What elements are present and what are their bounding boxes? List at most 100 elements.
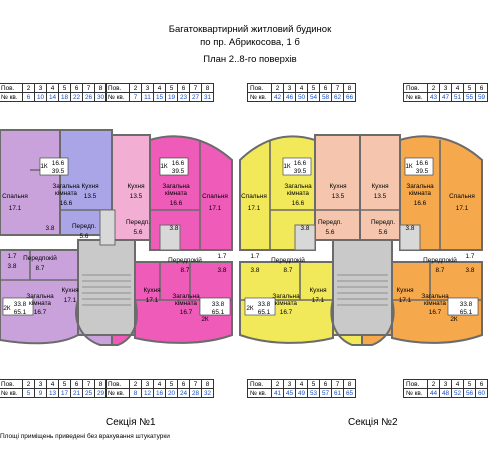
svg-text:17.1: 17.1 [64, 297, 77, 304]
svg-text:8.7: 8.7 [36, 265, 45, 272]
svg-text:Загальна: Загальна [406, 183, 434, 190]
svg-text:13.5: 13.5 [332, 193, 345, 200]
svg-text:3.8: 3.8 [466, 267, 475, 274]
building-title: Багатоквартирний житловий будинок [168, 24, 332, 35]
svg-text:1.7: 1.7 [8, 253, 17, 260]
svg-text:Кухня: Кухня [371, 183, 389, 190]
footnote: Площі приміщень приведені без врахування… [0, 433, 170, 440]
svg-text:33.8: 33.8 [212, 301, 225, 308]
svg-text:Передпокій: Передпокій [423, 256, 457, 264]
svg-text:Передп.: Передп. [126, 219, 150, 226]
stair-core-section-1 [77, 239, 136, 336]
svg-text:16.6: 16.6 [170, 200, 183, 207]
svg-text:Загальна: Загальна [421, 293, 449, 300]
svg-text:2К: 2К [246, 305, 254, 312]
svg-text:16.6: 16.6 [292, 200, 305, 207]
svg-text:Кухня: Кухня [81, 183, 99, 190]
svg-text:Кухня: Кухня [61, 287, 79, 294]
apartment-left-bottom-yellow [239, 261, 334, 344]
svg-text:8.7: 8.7 [284, 267, 293, 274]
svg-text:33.8: 33.8 [258, 301, 271, 308]
svg-text:3.8: 3.8 [251, 267, 260, 274]
svg-text:65.1: 65.1 [460, 309, 473, 316]
svg-text:5.6: 5.6 [134, 229, 143, 236]
svg-text:39.5: 39.5 [294, 168, 307, 175]
svg-text:17.1: 17.1 [399, 297, 412, 304]
svg-text:Кухня: Кухня [309, 287, 327, 294]
svg-text:5.6: 5.6 [80, 233, 89, 240]
svg-text:1.7: 1.7 [466, 253, 475, 260]
svg-text:17.1: 17.1 [209, 205, 222, 212]
svg-text:Передпокій: Передпокій [168, 256, 202, 264]
svg-text:2К: 2К [201, 316, 209, 323]
svg-text:кімната: кімната [424, 299, 446, 307]
svg-text:2К: 2К [450, 316, 458, 323]
svg-text:Передп.: Передп. [371, 219, 395, 226]
svg-text:16.7: 16.7 [429, 309, 442, 316]
svg-text:16.6: 16.6 [416, 160, 429, 167]
svg-text:16.6: 16.6 [52, 160, 65, 167]
svg-text:Загальна: Загальна [26, 293, 54, 300]
section-2-label: Секція №2 [348, 417, 398, 428]
svg-text:3.8: 3.8 [8, 263, 17, 270]
svg-text:Кухня: Кухня [329, 183, 347, 190]
svg-text:8.7: 8.7 [436, 267, 445, 274]
svg-text:39.5: 39.5 [172, 168, 185, 175]
svg-text:17.1: 17.1 [146, 297, 159, 304]
svg-text:1К: 1К [160, 163, 168, 170]
tag-1k-s1l: 1К [40, 163, 48, 170]
section-1-label: Секція №1 [106, 417, 156, 428]
svg-text:17.1: 17.1 [248, 205, 261, 212]
svg-text:16.6: 16.6 [294, 160, 307, 167]
svg-text:Загальна: Загальна [172, 293, 200, 300]
svg-text:33.8: 33.8 [460, 301, 473, 308]
svg-text:Загальна: Загальна [162, 183, 190, 190]
apartment-left-top-purple [0, 129, 61, 236]
svg-text:Спальня: Спальня [241, 193, 267, 200]
svg-text:3.8: 3.8 [218, 267, 227, 274]
svg-text:Загальна: Загальна [272, 293, 300, 300]
svg-text:16.6: 16.6 [60, 200, 73, 207]
svg-text:Кухня: Кухня [396, 287, 414, 294]
building-address: по пр. Абрикосова, 1 б [200, 37, 300, 48]
svg-text:Загальна: Загальна [284, 183, 312, 190]
svg-text:39.5: 39.5 [52, 168, 65, 175]
stair-core-section-2 [332, 239, 393, 336]
svg-text:кімната: кімната [55, 189, 77, 197]
svg-text:кімната: кімната [409, 189, 431, 197]
svg-text:33.8: 33.8 [14, 301, 27, 308]
svg-text:Спальня: Спальня [2, 193, 28, 200]
svg-text:16.6: 16.6 [172, 160, 185, 167]
apartment-right-bottom-orange [391, 261, 483, 344]
plan-title: План 2..8-го поверхів [203, 54, 297, 65]
svg-text:Спальня: Спальня [449, 193, 475, 200]
svg-text:кімната: кімната [175, 299, 197, 307]
svg-text:65.1: 65.1 [212, 309, 225, 316]
svg-text:17.1: 17.1 [456, 205, 469, 212]
svg-text:1К: 1К [283, 163, 291, 170]
svg-text:8.7: 8.7 [181, 267, 190, 274]
svg-text:1.7: 1.7 [218, 253, 227, 260]
svg-text:65.1: 65.1 [14, 309, 27, 316]
svg-text:16.7: 16.7 [180, 309, 193, 316]
svg-text:5.6: 5.6 [326, 229, 335, 236]
svg-text:кімната: кімната [29, 299, 51, 307]
svg-text:Кухня: Кухня [143, 287, 161, 294]
svg-text:3.8: 3.8 [406, 225, 415, 232]
svg-text:Передп.: Передп. [318, 219, 342, 226]
svg-text:3.8: 3.8 [46, 225, 55, 232]
svg-text:5.6: 5.6 [379, 229, 388, 236]
svg-text:3.8: 3.8 [170, 225, 179, 232]
svg-text:65.1: 65.1 [258, 309, 271, 316]
svg-text:кімната: кімната [275, 299, 297, 307]
svg-text:Передпокій: Передпокій [23, 254, 57, 262]
